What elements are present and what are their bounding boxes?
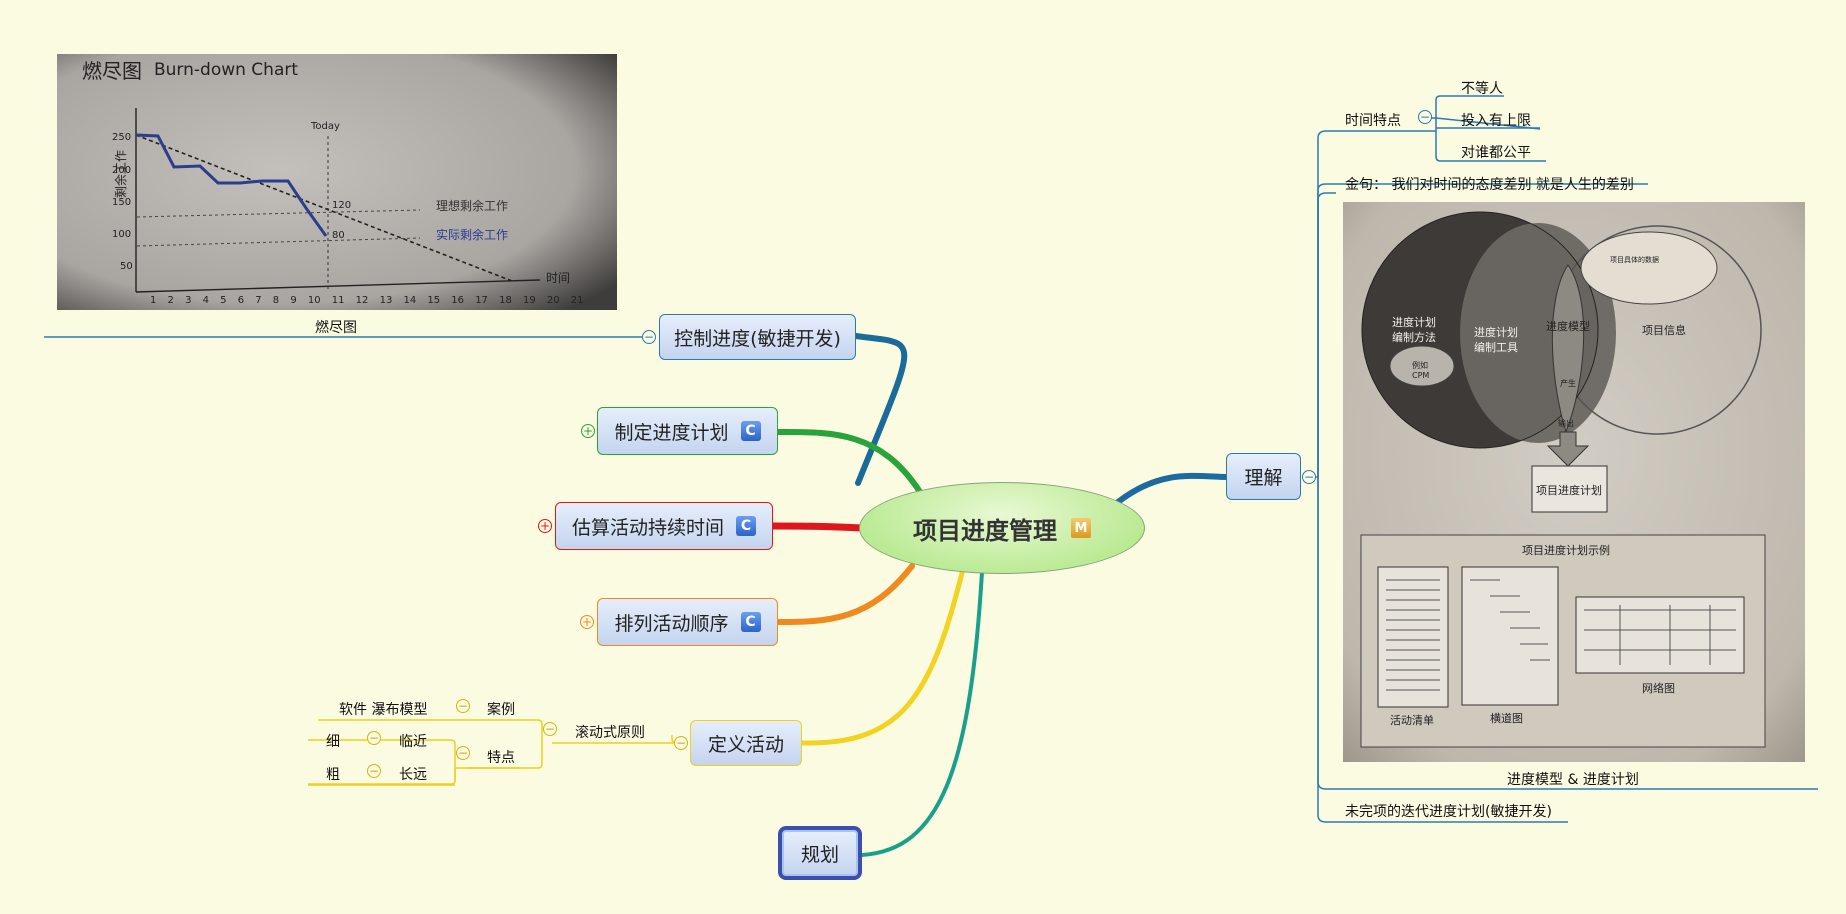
- burndown-80: 80: [332, 230, 345, 241]
- burndown-120: 120: [332, 200, 351, 211]
- collapse-toggle-define[interactable]: −: [674, 736, 688, 750]
- branch-line-understand: [1115, 472, 1229, 505]
- collapse-toggle-case[interactable]: −: [456, 699, 470, 713]
- case-label[interactable]: 案例: [487, 702, 515, 718]
- burndown-photo: 燃尽图 Burn-down Chart 时间 剩余工作 250 200 150 …: [57, 54, 617, 310]
- model-caption[interactable]: 进度模型 & 进度计划: [1507, 772, 1639, 788]
- x-ticks: 1 2 3 4 5 6 7 8 9 10 11 12 13 14 15 16 1…: [150, 295, 584, 306]
- node-planning-label: 规划: [800, 843, 839, 866]
- collapse-toggle-understand[interactable]: −: [1302, 470, 1316, 484]
- node-estimate-durations-label: 估算活动持续时间: [571, 516, 724, 539]
- c-marker-icon: C: [740, 612, 761, 632]
- central-topic-title: 项目进度管理: [913, 516, 1057, 545]
- golden-quote[interactable]: 金句： 我们对时间的态度差别 就是人生的差别: [1345, 177, 1634, 193]
- rolling-wave-principle[interactable]: 滚动式原则: [575, 725, 645, 741]
- svg-text:CPM: CPM: [1412, 371, 1429, 380]
- burndown-actual-label: 实际剩余工作: [436, 227, 508, 242]
- collapse-toggle-time-feature[interactable]: −: [1418, 110, 1432, 124]
- model-network: 网络图: [1642, 681, 1675, 695]
- svg-text:输出: 输出: [1558, 418, 1574, 428]
- time-feature-label[interactable]: 时间特点: [1345, 113, 1401, 129]
- model-tool: 进度计划: [1474, 325, 1518, 339]
- expand-toggle-sequence[interactable]: +: [580, 615, 594, 629]
- collapse-toggle-far[interactable]: −: [367, 764, 381, 778]
- understand-subtree-lines: [1311, 95, 1818, 823]
- c-marker-icon: C: [736, 516, 756, 536]
- case-waterfall[interactable]: 软件 瀑布模型: [339, 702, 428, 718]
- node-develop-schedule[interactable]: 制定进度计划 C: [597, 407, 778, 455]
- branch-line-control: [853, 333, 908, 486]
- node-define-activities[interactable]: 定义活动: [690, 720, 802, 766]
- model-bar: 横道图: [1490, 711, 1523, 725]
- node-estimate-durations[interactable]: 估算活动持续时间 C: [555, 502, 773, 550]
- node-planning[interactable]: 规划: [778, 826, 862, 880]
- model-model: 进度模型: [1546, 319, 1590, 333]
- node-understand-label: 理解: [1244, 467, 1283, 489]
- burndown-xlabel: 时间: [546, 271, 570, 285]
- node-define-activities-label: 定义活动: [707, 733, 784, 756]
- time-feature-1[interactable]: 不等人: [1461, 81, 1503, 97]
- agile-iteration-plan[interactable]: 未完项的迭代进度计划(敏捷开发): [1345, 804, 1552, 820]
- expand-toggle-estimate[interactable]: +: [538, 519, 552, 533]
- collapse-toggle-rolling[interactable]: −: [543, 722, 557, 736]
- collapse-toggle-feature[interactable]: −: [456, 746, 470, 760]
- fine-label[interactable]: 细: [326, 734, 340, 750]
- time-feature-3[interactable]: 对谁都公平: [1461, 145, 1531, 161]
- svg-text:例如: 例如: [1412, 360, 1428, 370]
- model-info: 项目信息: [1642, 323, 1686, 337]
- model-plan: 项目进度计划: [1536, 483, 1602, 497]
- y-tick-150: 150: [112, 197, 131, 208]
- node-sequence-activities-label: 排列活动顺序: [614, 612, 729, 635]
- branch-line-plan-schedule: [775, 428, 923, 495]
- node-control-schedule-label: 控制进度(敏捷开发): [674, 327, 841, 350]
- burndown-ideal-label: 理想剩余工作: [436, 198, 508, 213]
- coarse-label[interactable]: 粗: [326, 767, 340, 783]
- burndown-heading-cn: 燃尽图: [82, 59, 142, 83]
- model-photo: 进度计划 编制方法 进度计划 编制工具 进度模型 项目信息 项目进度计划 项目进…: [1343, 202, 1805, 762]
- collapse-toggle-near[interactable]: −: [367, 731, 381, 745]
- burndown-caption[interactable]: 燃尽图: [315, 320, 357, 336]
- node-sequence-activities[interactable]: 排列活动顺序 C: [597, 598, 778, 646]
- c-marker-icon: C: [740, 421, 761, 441]
- model-list: 活动清单: [1390, 714, 1434, 727]
- y-tick-250: 250: [112, 132, 131, 143]
- burndown-ideal-line: [135, 134, 513, 282]
- model-example: 项目进度计划示例: [1522, 543, 1610, 557]
- central-topic[interactable]: 项目进度管理 M: [859, 482, 1145, 574]
- branch-line-sequence: [775, 563, 915, 625]
- node-understand[interactable]: 理解: [1226, 453, 1301, 500]
- burndown-ylabel: 剩余工作: [113, 150, 128, 198]
- branch-line-define: [799, 570, 965, 746]
- y-tick-100: 100: [112, 229, 131, 240]
- burndown-heading-en: Burn-down Chart: [154, 60, 298, 80]
- node-control-schedule[interactable]: 控制进度(敏捷开发): [659, 314, 856, 360]
- svg-text:编制方法: 编制方法: [1392, 330, 1436, 344]
- burndown-actual-line: [135, 133, 328, 237]
- y-tick-200: 200: [112, 165, 131, 176]
- svg-text:项目具体的数据: 项目具体的数据: [1610, 255, 1659, 264]
- model-method: 进度计划: [1392, 315, 1436, 329]
- near-term-label[interactable]: 临近: [399, 734, 427, 750]
- svg-text:产生: 产生: [1560, 378, 1576, 388]
- expand-toggle-develop[interactable]: +: [581, 424, 595, 438]
- map-marker-icon: M: [1071, 518, 1091, 538]
- y-tick-50: 50: [120, 261, 133, 272]
- svg-text:编制工具: 编制工具: [1474, 340, 1518, 354]
- collapse-toggle-control[interactable]: −: [642, 330, 656, 344]
- long-term-label[interactable]: 长远: [399, 767, 427, 783]
- branch-line-estimate: [769, 522, 866, 532]
- feature-label[interactable]: 特点: [487, 750, 515, 766]
- define-subtree-lines: [308, 719, 688, 786]
- burndown-today: Today: [310, 121, 340, 132]
- branch-line-planning: [860, 570, 984, 857]
- time-feature-2[interactable]: 投入有上限: [1461, 113, 1531, 129]
- node-develop-schedule-label: 制定进度计划: [614, 421, 729, 444]
